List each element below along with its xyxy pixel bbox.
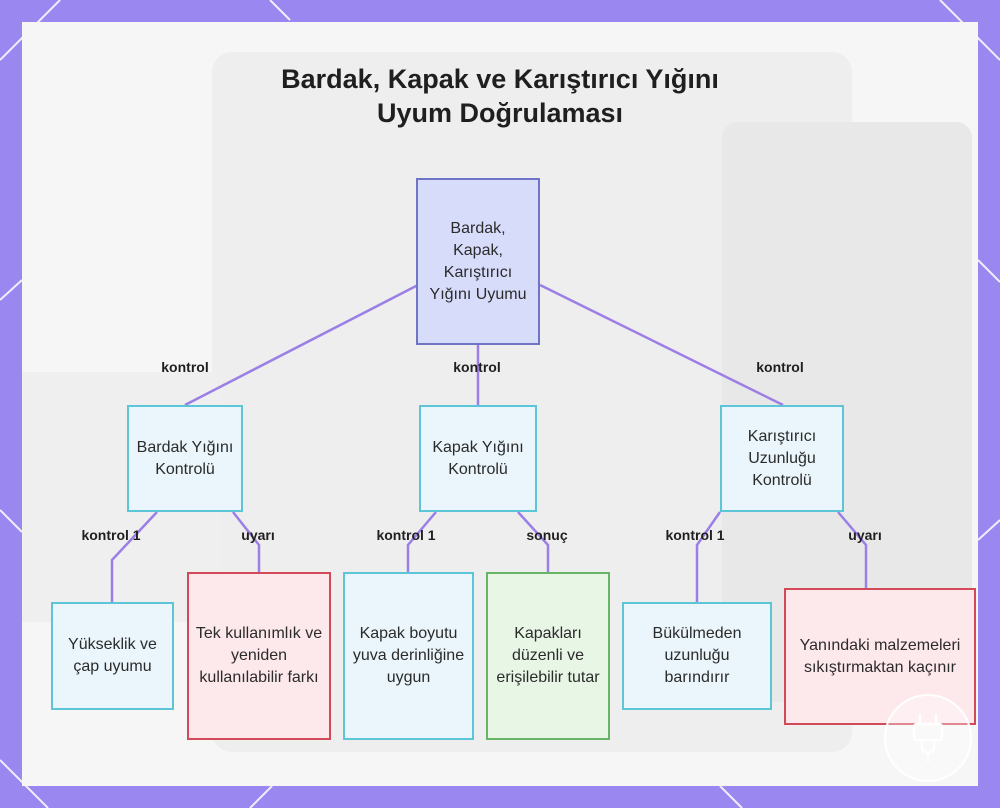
stirrer-warning-label: Yanındaki malzemeleri sıkıştırmaktan kaç… [799, 636, 961, 676]
lid-fit-node: Kapak boyutu yuva derinliğine uygun [343, 572, 474, 740]
lid-fit-label: Kapak boyutu yuva derinliğine uygun [352, 625, 465, 686]
edge-label-stirrer-warn: uyarı [848, 527, 882, 543]
edge-label-cup-fit: kontrol 1 [81, 527, 141, 543]
edge-cup-warn [232, 511, 261, 572]
edge-label-root-cup: kontrol [161, 359, 209, 375]
lid-result-label: Kapakları düzenli ve erişilebilir tutar [496, 625, 600, 686]
cup-check-node: Bardak Yığını Kontrolü [127, 405, 243, 512]
stirrer-fit-node: Bükülmeden uzunluğu barındırır [622, 602, 772, 710]
edge-label-stirrer-fit: kontrol 1 [665, 527, 725, 543]
title-line-1: Bardak, Kapak ve Karıştırıcı Yığını [281, 64, 719, 94]
cup-check-label: Bardak Yığını Kontrolü [136, 438, 234, 478]
root-node-label: Bardak, Kapak, Karıştırıcı Yığını Uyumu [429, 219, 527, 303]
stirrer-fit-label: Bükülmeden uzunluğu barındırır [652, 625, 742, 686]
edge-label-root-lid: kontrol [453, 359, 501, 375]
edge-root-cup [184, 283, 419, 407]
stirrer-check-node: Karıştırıcı Uzunluğu Kontrolü [720, 405, 844, 512]
watermark-badge [884, 694, 972, 782]
cup-warning-node: Tek kullanımlık ve yeniden kullanılabili… [187, 572, 331, 740]
edge-stirrer-warn [837, 511, 868, 588]
cup-fit-node: Yükseklik ve çap uyumu [51, 602, 174, 710]
cup-fit-label: Yükseklik ve çap uyumu [68, 636, 157, 675]
title-line-2: Uyum Doğrulaması [376, 98, 624, 128]
stirrer-check-label: Karıştırıcı Uzunluğu Kontrolü [747, 427, 817, 489]
diagram-title: Bardak, Kapak ve Karıştırıcı Yığını Uyum… [0, 62, 1000, 130]
lid-check-node: Kapak Yığını Kontrolü [419, 405, 537, 512]
edge-stirrer-fit [695, 511, 722, 602]
root-node: Bardak, Kapak, Karıştırıcı Yığını Uyumu [416, 178, 540, 345]
edge-lid-result [517, 511, 550, 572]
edge-label-root-stirrer: kontrol [756, 359, 804, 375]
edge-label-lid-result: sonuç [526, 527, 568, 543]
edge-root-stirrer [539, 283, 784, 407]
lid-check-label: Kapak Yığını Kontrolü [432, 438, 524, 478]
cup-warning-label: Tek kullanımlık ve yeniden kullanılabili… [195, 625, 323, 686]
edge-cup-fit [110, 511, 158, 602]
lid-result-node: Kapakları düzenli ve erişilebilir tutar [486, 572, 610, 740]
edge-lid-fit [406, 511, 437, 572]
edge-label-cup-warn: uyarı [241, 527, 275, 543]
plug-icon [912, 714, 944, 762]
edge-label-lid-fit: kontrol 1 [376, 527, 436, 543]
